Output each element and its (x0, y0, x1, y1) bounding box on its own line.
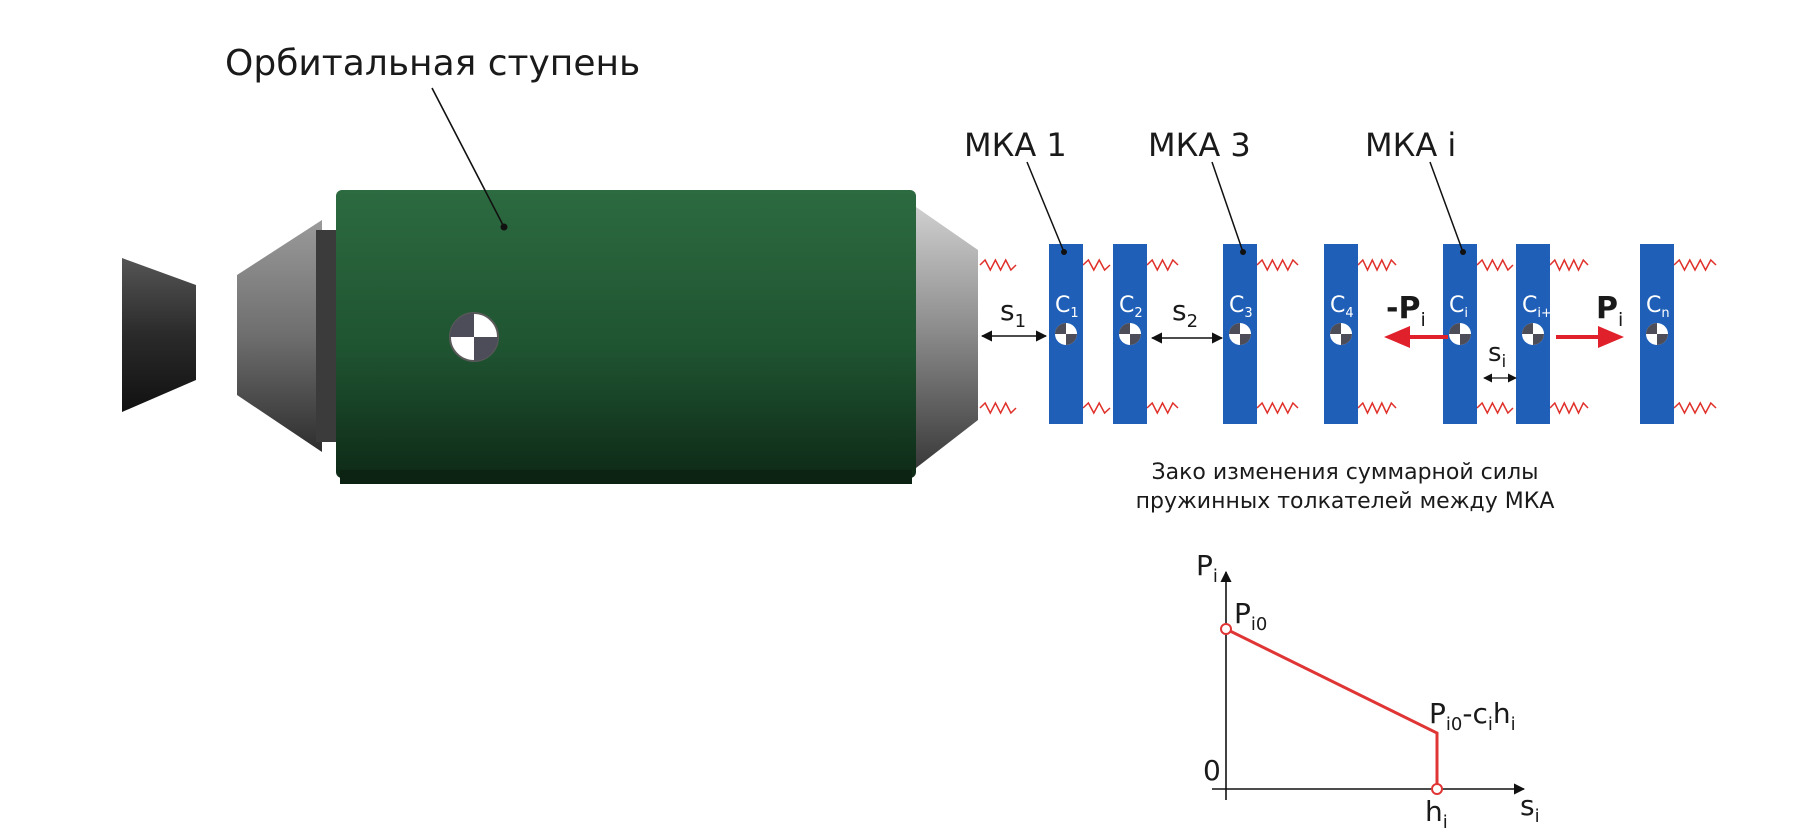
stage-ring (316, 230, 336, 442)
mka1-label: МКА 1 (964, 126, 1067, 164)
force-left-label: -Pi (1386, 291, 1426, 331)
force-left-arrow (1384, 326, 1448, 348)
gap-si-label: si (1488, 338, 1506, 372)
mkai-label: МКА i (1365, 126, 1456, 164)
force-arrows: -Pi Pi (1384, 291, 1624, 348)
satellite-1: C1 (1049, 244, 1083, 424)
satellite-7: Cn (1640, 244, 1674, 424)
springs-group (979, 258, 1717, 415)
spring-8-top (1673, 258, 1717, 272)
center-of-mass-icon (1055, 323, 1077, 345)
mkai-leader-dot (1460, 249, 1466, 255)
chart-end-label: Pi0-cihi (1429, 697, 1516, 735)
spring-1-top (979, 258, 1017, 272)
engine-adapter (237, 220, 322, 452)
chart-start-label: Pi0 (1234, 597, 1267, 635)
center-of-mass-icon (1330, 323, 1352, 345)
satellite-5: Ci (1443, 244, 1477, 424)
satellite-stack: C1 C2 C3 C4 Ci Ci+1 Cn (1049, 244, 1674, 424)
center-of-mass-icon (1646, 323, 1668, 345)
spring-2-bottom (1082, 401, 1111, 415)
satellite-label: Ci (1449, 293, 1468, 321)
satellite-label: C3 (1229, 293, 1253, 321)
spring-7-bottom (1549, 401, 1589, 415)
caption: Зако изменения суммарной силы пружинных … (1136, 460, 1555, 514)
gap-dimensions: s1 s2 si (980, 294, 1517, 383)
center-of-mass-icon (1229, 323, 1251, 345)
spring-3-top (1146, 258, 1179, 272)
center-of-mass-icon (1522, 323, 1544, 345)
satellite-label: C4 (1330, 293, 1354, 321)
force-right-arrow (1556, 326, 1624, 348)
satellite-2: C2 (1113, 244, 1147, 424)
spring-3-bottom (1146, 401, 1179, 415)
spring-4-bottom (1256, 401, 1299, 415)
mka3-leader-dot (1240, 249, 1246, 255)
caption-line-2: пружинных толкателей между МКА (1136, 489, 1555, 514)
center-of-mass-icon (1119, 323, 1141, 345)
gap-s1-label: s1 (1000, 294, 1026, 332)
satellite-4: C4 (1324, 244, 1358, 424)
satellite-labels: МКА 1 МКА 3 МКА i (964, 126, 1466, 255)
center-of-mass-icon (1449, 323, 1471, 345)
spring-4-top (1256, 258, 1299, 272)
satellite-label: Ci+1 (1522, 293, 1560, 321)
chart-end-point (1431, 783, 1443, 795)
stage-label: Орбитальная ступень (225, 43, 640, 84)
spring-2-top (1082, 258, 1111, 272)
mka3-label: МКА 3 (1148, 126, 1251, 164)
spring-5-top (1357, 258, 1397, 272)
force-chart: Pi si 0 Pi0 Pi0-cihi hi (1196, 549, 1540, 833)
chart-y-label: Pi (1196, 549, 1218, 587)
stage-skirt (340, 470, 912, 484)
chart-start-point (1220, 623, 1232, 635)
stage-body (336, 190, 916, 478)
chart-series-line (1225, 627, 1439, 789)
mkai-leader-line (1429, 161, 1464, 253)
gap-s2-label: s2 (1172, 294, 1198, 332)
spring-6-bottom (1476, 401, 1514, 415)
chart-xtick-label: hi (1425, 795, 1448, 833)
stage-nose-cone (916, 207, 978, 468)
spring-8-bottom (1673, 401, 1717, 415)
engine-nozzle (122, 258, 196, 412)
spring-6-top (1476, 258, 1514, 272)
chart-origin-label: 0 (1203, 754, 1221, 787)
stage-leader-line (431, 87, 505, 228)
satellite-6: Ci+1 (1516, 244, 1560, 424)
mka3-leader-line (1211, 161, 1244, 253)
force-right-label: Pi (1596, 291, 1623, 331)
satellite-3: C3 (1223, 244, 1257, 424)
satellite-label: Cn (1646, 293, 1670, 321)
mka1-leader-line (1026, 161, 1065, 253)
caption-line-1: Зако изменения суммарной силы (1152, 460, 1539, 485)
stage-center-of-mass-icon (449, 312, 499, 362)
satellite-label: C1 (1055, 293, 1079, 321)
mka1-leader-dot (1061, 249, 1067, 255)
spring-1-bottom (979, 401, 1017, 415)
spring-7-top (1549, 258, 1589, 272)
satellite-label: C2 (1119, 293, 1143, 321)
chart-x-label: si (1520, 789, 1540, 827)
spring-5-bottom (1357, 401, 1397, 415)
orbital-stage: Орбитальная ступень (122, 43, 978, 484)
